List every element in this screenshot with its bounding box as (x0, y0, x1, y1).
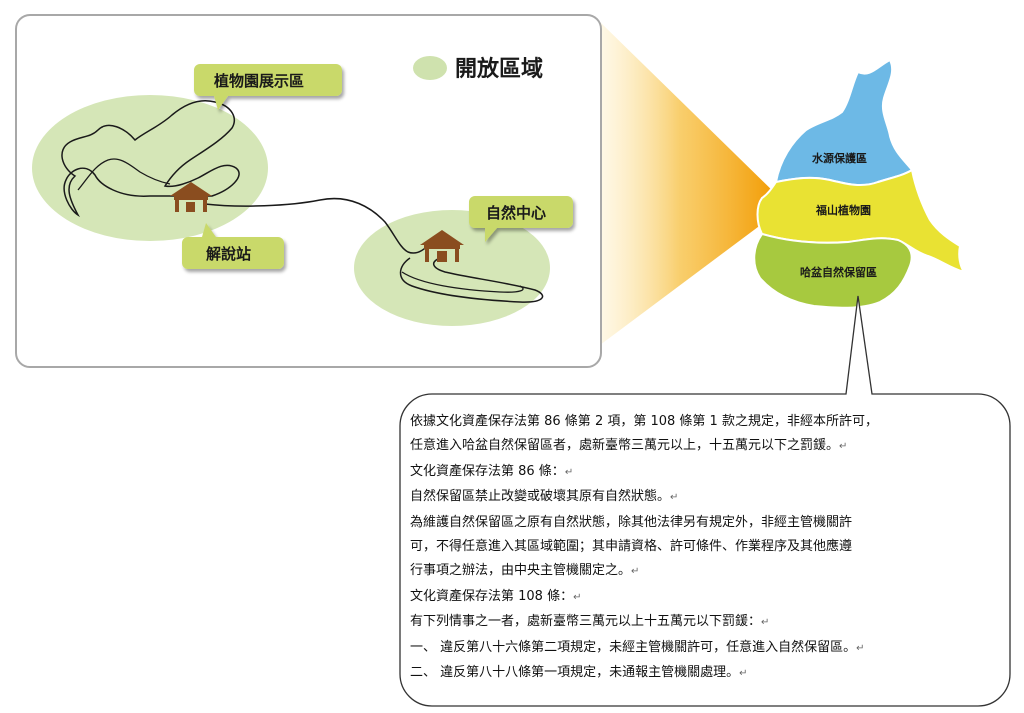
notice-line: 行事項之辦法，由中央主管機關定之。↵ (410, 563, 640, 579)
region-hapen-reserve (753, 232, 913, 309)
trail-center-inner (401, 271, 524, 293)
region-water-protection (774, 58, 914, 187)
legend-swatch (413, 56, 447, 80)
open-area-center (354, 210, 550, 326)
trail-garden-loop (61, 100, 240, 218)
notice-line: 自然保留區禁止改變或破壞其原有自然狀態。↵ (410, 489, 679, 505)
notice-text: 依據文化資產保存法第 86 條第 2 項，第 108 條第 1 款之規定，非經本… (410, 410, 1010, 686)
trail-connector (204, 197, 435, 254)
callout-visitor-station (182, 223, 284, 269)
region-hapen-reserve-label: 哈盆自然保留區 (800, 265, 877, 279)
notice-line: 依據文化資產保存法第 86 條第 2 項，第 108 條第 1 款之規定，非經本… (410, 414, 878, 429)
callout-nature-center-label: 自然中心 (486, 204, 546, 222)
zoom-beam (600, 22, 778, 345)
callout-visitor-station-label: 解說站 (206, 245, 251, 263)
notice-line: 可，不得任意進入其區域範圍；其申請資格、許可條件、作業程序及其他應遵 (410, 539, 853, 555)
notice-line: 二、 違反第八十八條第一項規定，未通報主管機關處理。↵ (410, 665, 748, 681)
visitor-station-house-icon (170, 182, 212, 212)
notice-line: 為維護自然保留區之原有自然狀態，除其他法律另有規定外，非經主管機關許 (410, 514, 853, 530)
nature-center-house-icon (420, 230, 464, 262)
notice-line: 文化資產保存法第 108 條：↵ (410, 588, 582, 604)
trail-center-loop (399, 257, 544, 303)
notice-bubble (399, 295, 1011, 707)
open-area-garden (32, 95, 268, 241)
trail-garden-inner (77, 158, 171, 191)
callout-nature-center (469, 196, 573, 242)
notice-line: 文化資產保存法第 86 條：↵ (410, 463, 574, 479)
notice-line: 一、 違反第八十六條第二項規定，未經主管機關許可，任意進入自然保留區。↵ (410, 639, 865, 655)
notice-line: 有下列情事之一者，處新臺幣三萬元以上十五萬元以下罰鍰：↵ (410, 614, 770, 630)
notice-line: 任意進入哈盆自然保留區者，處新臺幣三萬元以上，十五萬元以下之罰鍰。↵ (410, 438, 848, 454)
callout-garden-display (194, 64, 342, 110)
legend-label: 開放區域 (455, 56, 543, 82)
callout-garden-display-label: 植物園展示區 (214, 72, 304, 90)
region-fushan-garden-label: 福山植物園 (815, 203, 871, 217)
region-water-protection-label: 水源保護區 (812, 151, 867, 165)
